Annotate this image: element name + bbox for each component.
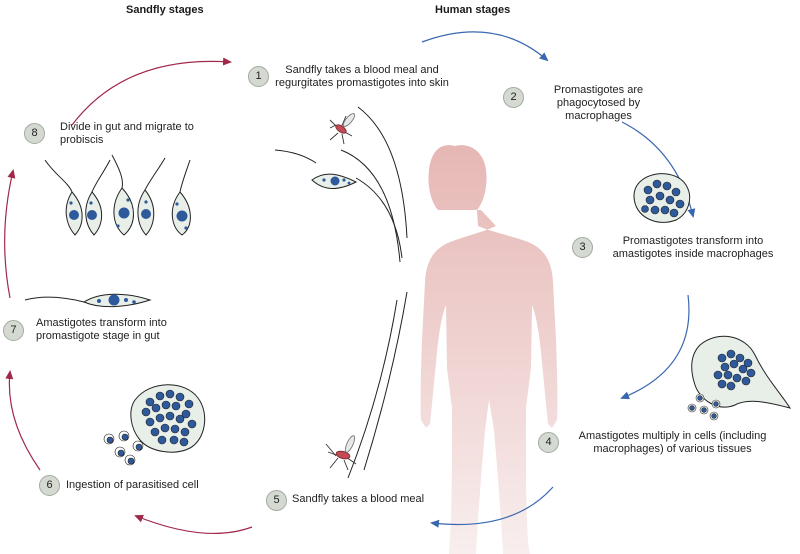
step-5-number: 5 — [266, 490, 287, 511]
human-silhouette — [420, 145, 558, 554]
connector-lines — [274, 106, 408, 479]
human-stage-arrows — [421, 31, 696, 528]
step-5-label: Sandfly takes a blood meal — [292, 493, 425, 505]
step-4-label: Amastigotes multiply in cells (including… — [578, 430, 767, 455]
human-stages-header: Human stages — [435, 4, 511, 16]
macrophage-phagocytosis — [633, 173, 691, 223]
promastigote-skin — [311, 173, 358, 189]
step-6-label: Ingestion of parasitised cell — [66, 479, 199, 491]
step-7-number: 7 — [3, 320, 24, 341]
step-1-label: Sandfly takes a blood meal and regurgita… — [275, 64, 449, 89]
sandfly-stage-arrows — [4, 57, 253, 534]
sandfly-bottom — [325, 435, 357, 471]
step-3-number: 3 — [572, 237, 593, 258]
step-4-number: 4 — [538, 432, 559, 453]
step-1-number: 1 — [248, 66, 269, 87]
step-7-label: Amastigotes transform into promastigote … — [36, 317, 167, 342]
step-8-number: 8 — [24, 123, 45, 144]
dividing-promastigotes — [44, 154, 191, 236]
sandfly-top — [329, 113, 356, 145]
step-6-number: 6 — [39, 475, 60, 496]
step-2-number: 2 — [503, 87, 524, 108]
sandfly-stages-header: Sandfly stages — [126, 4, 204, 16]
step-8-label: Divide in gut and migrate to probiscis — [60, 121, 194, 146]
promastigote-gut — [24, 293, 152, 308]
step-2-label: Promastigotes are phagocytosed by macrop… — [553, 84, 644, 122]
infected-macrophage-tissue — [687, 335, 792, 421]
step-3-label: Promastigotes transform into amastigotes… — [612, 235, 774, 260]
parasitised-cell — [103, 384, 206, 466]
